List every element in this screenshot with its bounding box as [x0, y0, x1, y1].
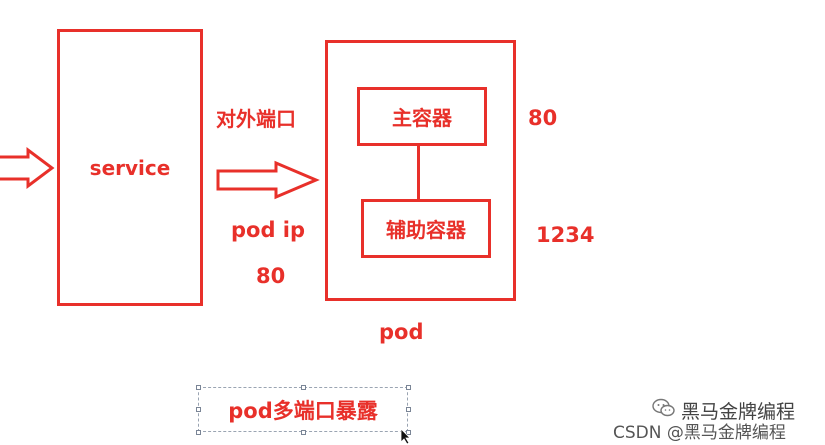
watermark-brand: 黑马金牌编程: [681, 401, 796, 423]
selection-handle-bm[interactable]: [301, 430, 306, 435]
pod-ip-port: 80: [256, 264, 286, 288]
selection-handle-tl[interactable]: [196, 385, 201, 390]
service-box: service: [57, 29, 203, 306]
aux-container-label: 辅助容器: [386, 218, 466, 242]
selection-handle-mr[interactable]: [406, 407, 411, 412]
service-to-pod-arrow: [216, 160, 320, 200]
mouse-cursor-icon: [400, 428, 411, 445]
selection-handle-tm[interactable]: [301, 385, 306, 390]
incoming-arrow: [0, 147, 55, 189]
selection-handle-tr[interactable]: [406, 385, 411, 390]
selection-handle-br[interactable]: [406, 430, 411, 435]
caption-selection-box[interactable]: pod多端口暴露: [198, 387, 408, 432]
main-container-port: 80: [528, 106, 558, 130]
caption-text: pod多端口暴露: [228, 398, 378, 423]
container-connector: [417, 145, 420, 200]
main-container-box: 主容器: [357, 87, 487, 146]
selection-handle-bl[interactable]: [196, 430, 201, 435]
selection-handle-ml[interactable]: [196, 407, 201, 412]
external-port-label: 对外端口: [216, 107, 296, 131]
aux-container-port: 1234: [536, 223, 595, 247]
service-label: service: [89, 155, 171, 180]
pod-box: [325, 40, 516, 301]
pod-ip-label: pod ip: [231, 218, 306, 242]
wechat-icon: [652, 398, 675, 417]
aux-container-box: 辅助容器: [361, 199, 491, 258]
main-container-label: 主容器: [392, 106, 452, 130]
pod-label: pod: [379, 320, 424, 344]
watermark-source: CSDN @黑马金牌编程: [613, 423, 786, 443]
